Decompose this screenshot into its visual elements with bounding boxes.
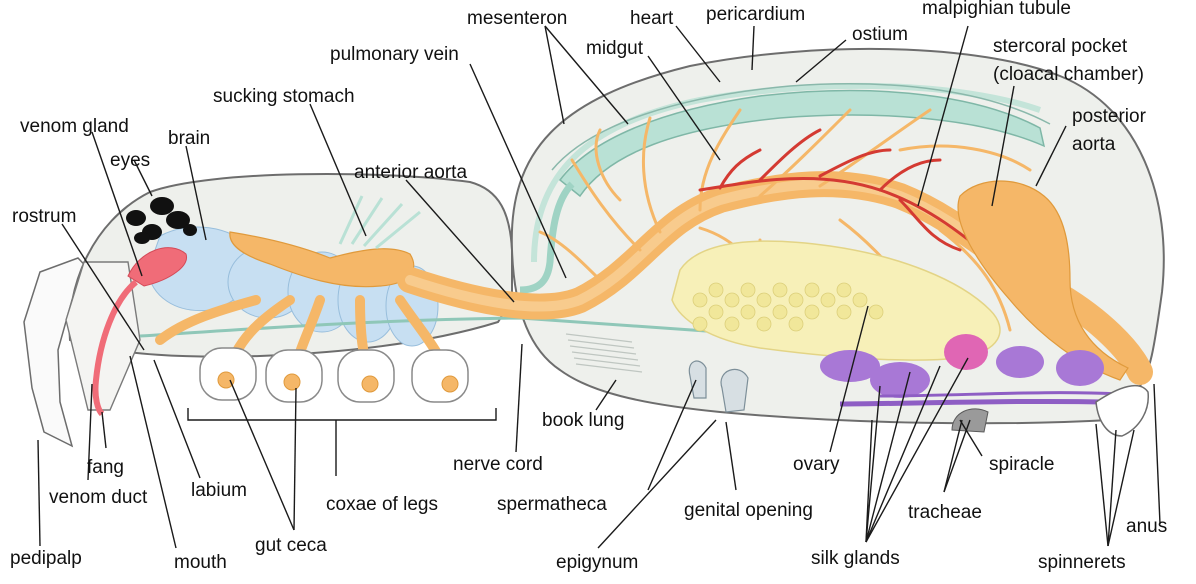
label-fang: fang xyxy=(87,457,124,478)
label-book-lung: book lung xyxy=(542,410,624,431)
label-epigynum: epigynum xyxy=(556,552,638,573)
label-mesenteron: mesenteron xyxy=(467,8,567,29)
label-posterior-aorta-line2: aorta xyxy=(1072,134,1116,155)
label-spermatheca: spermatheca xyxy=(497,494,607,515)
label-anus: anus xyxy=(1126,516,1167,537)
label-gut-ceca: gut ceca xyxy=(255,535,327,556)
label-tracheae: tracheae xyxy=(908,502,982,523)
label-genital-opening: genital opening xyxy=(684,500,813,521)
label-stercoral-pocket-line1: stercoral pocket xyxy=(993,36,1128,57)
label-eyes: eyes xyxy=(110,150,150,171)
label-heart: heart xyxy=(630,8,674,29)
label-pericardium: pericardium xyxy=(706,4,805,25)
label-nerve-cord: nerve cord xyxy=(453,454,543,475)
label-spinnerets: spinnerets xyxy=(1038,552,1126,573)
label-silk-glands: silk glands xyxy=(811,548,900,569)
label-coxae-of-legs: coxae of legs xyxy=(326,494,438,515)
label-labium: labium xyxy=(191,480,247,501)
label-ovary: ovary xyxy=(793,454,840,475)
label-rostrum: rostrum xyxy=(12,206,76,227)
label-pedipalp: pedipalp xyxy=(10,548,82,569)
label-posterior-aorta-line1: posterior xyxy=(1072,106,1147,127)
label-midgut: midgut xyxy=(586,38,644,59)
label-venom-gland: venom gland xyxy=(20,116,129,137)
label-mouth: mouth xyxy=(174,552,227,573)
label-pulmonary-vein: pulmonary vein xyxy=(330,44,459,65)
label-anterior-aorta: anterior aorta xyxy=(354,162,467,183)
label-ostium: ostium xyxy=(852,24,908,45)
label-brain: brain xyxy=(168,128,210,149)
coxae-shape xyxy=(200,348,468,402)
label-sucking-stomach: sucking stomach xyxy=(213,86,355,107)
label-venom-duct: venom duct xyxy=(49,487,148,508)
label-spiracle: spiracle xyxy=(989,454,1054,475)
label-stercoral-pocket-line2: (cloacal chamber) xyxy=(993,64,1144,85)
label-malpighian-tubule: malpighian tubule xyxy=(922,0,1071,19)
spider-body xyxy=(24,49,1164,446)
